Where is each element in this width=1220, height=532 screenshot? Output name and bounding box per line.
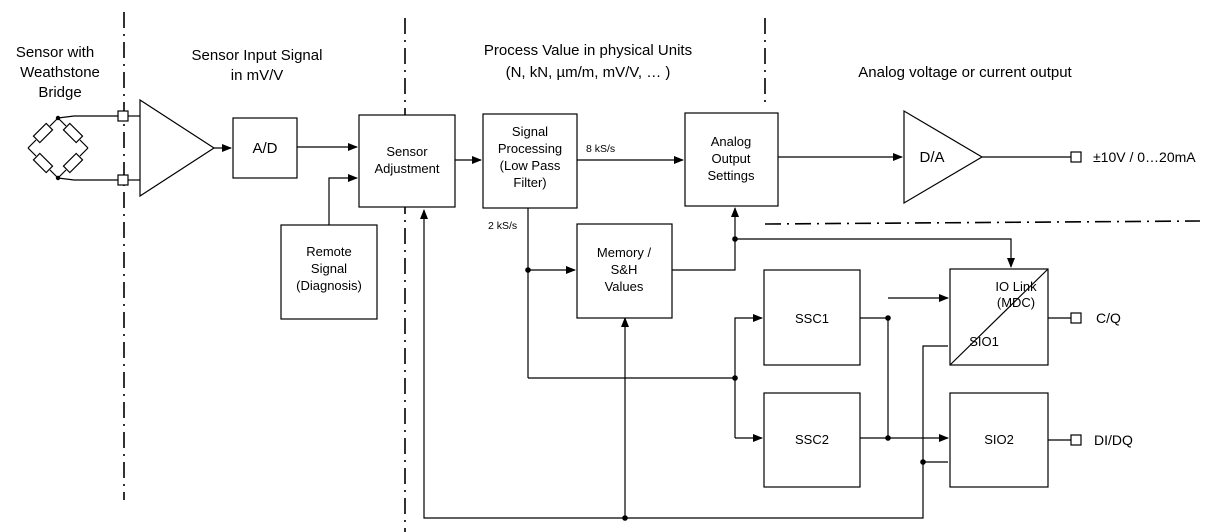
connections	[214, 143, 1071, 519]
sensor-adjustment-block: Sensor Adjustment	[358, 114, 456, 208]
signal-processing-label: (Low Pass	[500, 158, 561, 173]
sensor-adjustment-label: Adjustment	[374, 161, 439, 176]
output-terminals	[1070, 151, 1082, 446]
sio2-label: SIO2	[984, 432, 1014, 447]
da-label: D/A	[919, 149, 944, 166]
analog-output-label: ±10V / 0…20mA	[1093, 149, 1196, 165]
io-link-block: IO Link (MDC) SIO1	[949, 268, 1049, 366]
memory-label: Memory /	[597, 245, 652, 260]
ssc1-block: SSC1	[763, 269, 861, 366]
divider-analog-digital	[764, 220, 1201, 225]
ssc1-label: SSC1	[795, 311, 829, 326]
wheatstone-bridge-icon	[27, 110, 129, 186]
cq-output-terminal	[1070, 312, 1082, 324]
header-process-value: Process Value in physical Units	[484, 42, 692, 59]
header-sensor: Bridge	[38, 84, 81, 101]
remote-signal-label: Signal	[311, 261, 347, 276]
section-headers: Sensor with Weathstone Bridge Sensor Inp…	[16, 42, 1073, 101]
sensor-terminal-top	[117, 110, 129, 122]
analog-output-settings-label: Output	[711, 151, 750, 166]
memory-block: Memory / S&H Values	[576, 223, 673, 319]
io-link-label: IO Link	[995, 279, 1037, 294]
ssc2-block: SSC2	[763, 392, 861, 488]
junctions	[525, 236, 926, 521]
sio1-label: SIO1	[969, 334, 999, 349]
remote-signal-label: (Diagnosis)	[296, 278, 362, 293]
section-dividers	[123, 12, 1201, 532]
analog-output-terminal	[1070, 151, 1082, 163]
ad-label: A/D	[252, 140, 277, 157]
didq-output-terminal	[1070, 434, 1082, 446]
slow-rate-label: 2 kS/s	[488, 220, 517, 232]
ssc2-label: SSC2	[795, 432, 829, 447]
analog-output-settings-label: Analog	[711, 134, 751, 149]
signal-processing-label: Processing	[498, 141, 562, 156]
sensor-adjustment-label: Sensor	[386, 144, 428, 159]
header-input-signal: Sensor Input Signal	[192, 47, 323, 64]
remote-signal-label: Remote	[306, 244, 352, 259]
memory-label: S&H	[611, 262, 638, 277]
io-link-label: (MDC)	[997, 295, 1035, 310]
header-sensor: Sensor with	[16, 44, 94, 61]
signal-processing-block: Signal Processing (Low Pass Filter)	[482, 113, 578, 209]
ad-converter-block: A/D	[232, 117, 298, 179]
signal-processing-label: Filter)	[513, 175, 546, 190]
analog-output-settings-block: Analog Output Settings	[684, 112, 779, 207]
header-input-signal: in mV/V	[231, 67, 284, 84]
header-process-value: (N, kN, µm/m, mV/V, … )	[506, 64, 671, 81]
input-amplifier-icon	[128, 98, 216, 198]
memory-label: Values	[605, 279, 644, 294]
didq-output-label: DI/DQ	[1094, 432, 1133, 448]
fast-rate-label: 8 kS/s	[586, 143, 615, 155]
header-sensor: Weathstone	[20, 64, 100, 81]
da-converter-block: D/A	[903, 109, 984, 205]
sensor-terminal-bottom	[117, 174, 129, 186]
header-analog-output: Analog voltage or current output	[858, 64, 1072, 81]
cq-output-label: C/Q	[1096, 310, 1121, 326]
sio2-block: SIO2	[949, 392, 1049, 488]
signal-processing-label: Signal	[512, 124, 548, 139]
analog-output-settings-label: Settings	[708, 168, 755, 183]
remote-signal-block: Remote Signal (Diagnosis)	[280, 224, 378, 320]
